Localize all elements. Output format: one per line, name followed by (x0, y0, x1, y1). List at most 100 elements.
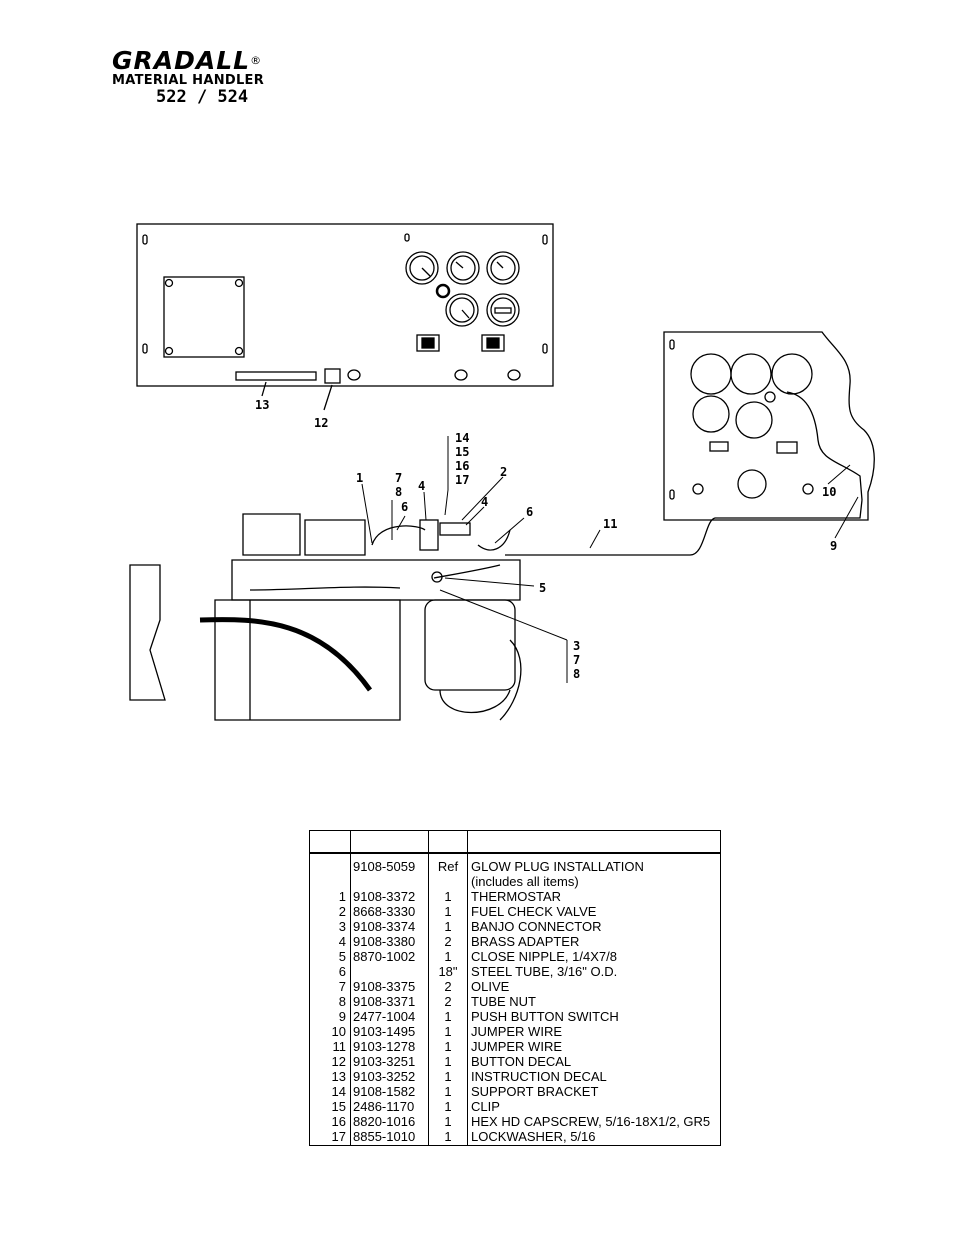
callout-11: 11 (603, 517, 617, 531)
item-number-cell: 9 (309, 1009, 351, 1024)
quantity-cell: 2 (428, 934, 468, 949)
column-header-part (350, 830, 429, 854)
part-number-cell: 9103-1495 (350, 1024, 429, 1039)
description-cell: JUMPER WIRE (467, 1024, 721, 1039)
callout-5: 5 (539, 581, 546, 595)
gradall-logo: GRADALL® MATERIAL HANDLER 522 / 524 (112, 46, 265, 107)
gauge-icon (405, 251, 520, 327)
part-number-cell: 9103-3251 (350, 1054, 429, 1069)
item-number-cell: 5 (309, 949, 351, 964)
callout-17: 17 (455, 473, 469, 487)
callout-15: 15 (455, 445, 469, 459)
callout-12: 12 (314, 416, 328, 430)
item-number-cell: 11 (309, 1039, 351, 1054)
part-number-cell: 9108-3380 (350, 934, 429, 949)
callout-16: 16 (455, 459, 469, 473)
part-number-cell (350, 964, 429, 979)
item-number-cell: 16 (309, 1114, 351, 1129)
description-cell: BRASS ADAPTER (467, 934, 721, 949)
item-number-cell: 15 (309, 1099, 351, 1114)
quantity-cell: 2 (428, 979, 468, 994)
quantity-cell: 2 (428, 994, 468, 1009)
description-cell: LOCKWASHER, 5/16 (467, 1129, 721, 1146)
quantity-cell: 1 (428, 1009, 468, 1024)
description-cell: TUBE NUT (467, 994, 721, 1009)
callout-4-b: 4 (481, 495, 488, 509)
quantity-cell: 1 (428, 1054, 468, 1069)
item-number-cell: 6 (309, 964, 351, 979)
part-number-cell: 2477-1004 (350, 1009, 429, 1024)
quantity-cell: 1 (428, 1039, 468, 1054)
callout-10: 10 (822, 485, 836, 499)
callout-8: 8 (395, 485, 402, 499)
description-cell: (includes all items) (467, 874, 721, 889)
table-header-row (309, 830, 721, 854)
part-number-cell: 9103-3252 (350, 1069, 429, 1084)
callout-3: 3 (573, 639, 580, 653)
description-cell: FUEL CHECK VALVE (467, 904, 721, 919)
item-number-cell: 3 (309, 919, 351, 934)
model-numbers: 522 / 524 (156, 87, 249, 107)
part-number-cell: 9108-3375 (350, 979, 429, 994)
callout-6: 6 (401, 500, 408, 514)
quantity-cell: 1 (428, 1084, 468, 1099)
callout-1: 1 (356, 471, 363, 485)
description-cell: INSTRUCTION DECAL (467, 1069, 721, 1084)
callout-7: 7 (395, 471, 402, 485)
quantity-cell: 1 (428, 889, 468, 904)
callout-8-b: 8 (573, 667, 580, 681)
part-number-cell: 9108-3371 (350, 994, 429, 1009)
callout-2: 2 (500, 465, 507, 479)
quantity-cell: 1 (428, 1069, 468, 1084)
description-cell: OLIVE (467, 979, 721, 994)
column-header-qty (428, 830, 468, 854)
part-number-cell: 9108-1582 (350, 1084, 429, 1099)
engine-assembly (129, 499, 863, 721)
part-number-cell: 9108-3372 (350, 889, 429, 904)
part-number-cell: 9108-5059 (350, 853, 429, 874)
instrument-panel (136, 223, 554, 411)
quantity-cell: Ref (428, 853, 468, 874)
quantity-cell: 1 (428, 1129, 468, 1146)
callout-7-b: 7 (573, 653, 580, 667)
column-header-description (467, 830, 721, 854)
quantity-cell (428, 874, 468, 889)
description-cell: JUMPER WIRE (467, 1039, 721, 1054)
product-line: MATERIAL HANDLER (112, 73, 265, 88)
item-number-cell: 12 (309, 1054, 351, 1069)
item-number-cell: 17 (309, 1129, 351, 1146)
description-cell: GLOW PLUG INSTALLATION (467, 853, 721, 874)
brand-name: GRADALL® (112, 46, 263, 75)
description-cell: CLIP (467, 1099, 721, 1114)
callout-9: 9 (830, 539, 837, 553)
part-number-cell: 8855-1010 (350, 1129, 429, 1146)
item-number-cell: 2 (309, 904, 351, 919)
item-number-cell: 10 (309, 1024, 351, 1039)
quantity-cell: 1 (428, 1114, 468, 1129)
part-number-cell (350, 874, 429, 889)
quantity-cell: 1 (428, 904, 468, 919)
description-cell: SUPPORT BRACKET (467, 1084, 721, 1099)
item-number-cell (309, 853, 351, 874)
description-cell: THERMOSTAR (467, 889, 721, 904)
item-number-cell: 13 (309, 1069, 351, 1084)
item-number-cell (309, 874, 351, 889)
description-cell: STEEL TUBE, 3/16" O.D. (467, 964, 721, 979)
item-number-cell: 14 (309, 1084, 351, 1099)
column-header-item (309, 830, 351, 854)
